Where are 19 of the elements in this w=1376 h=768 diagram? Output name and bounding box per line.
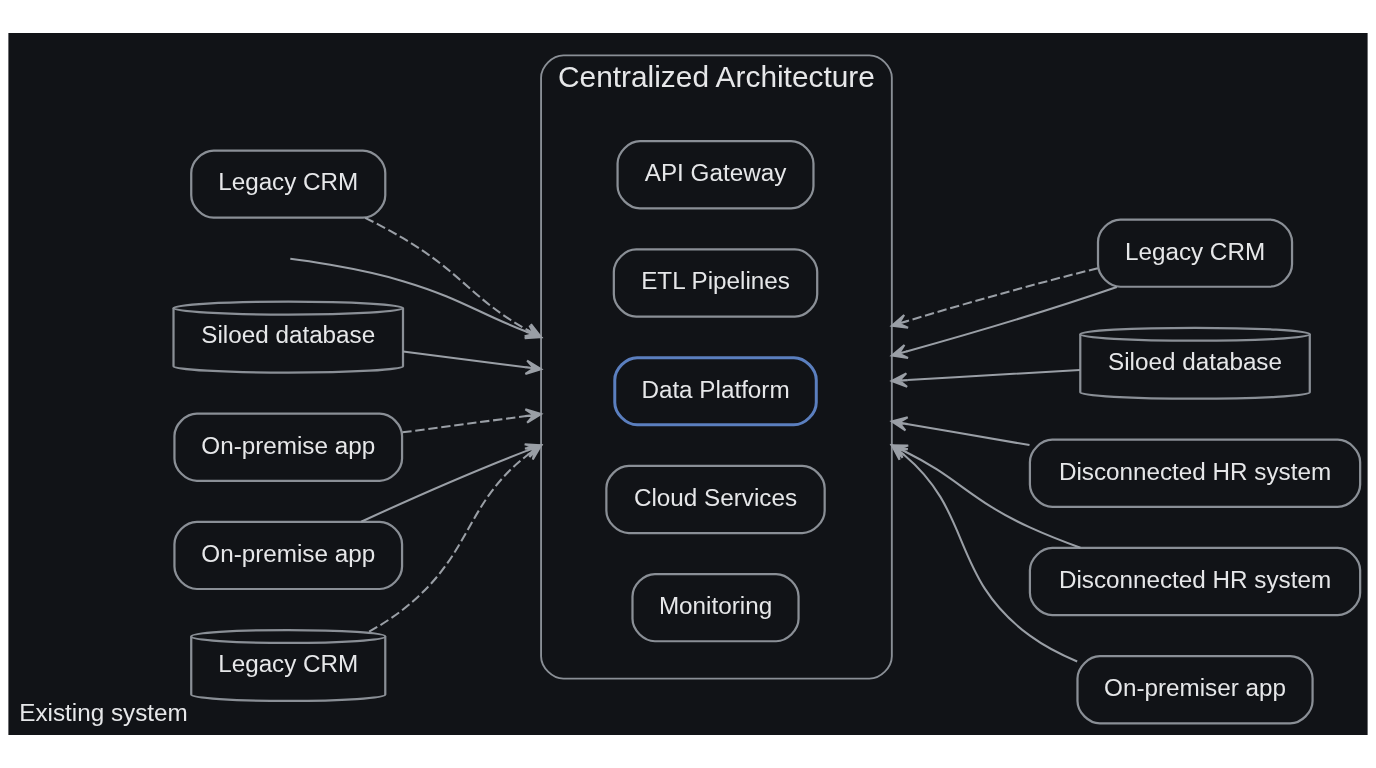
- node-box: ETL Pipelines: [612, 248, 819, 318]
- arrow: [402, 350, 543, 375]
- node-box: On-premiser app: [1076, 655, 1314, 725]
- node-box: Legacy CRM: [1096, 218, 1294, 288]
- node-label: Existing system: [19, 698, 188, 726]
- arrow: [890, 267, 1099, 329]
- arrow: [890, 416, 1030, 447]
- node-box: On-premise app: [173, 520, 404, 591]
- node-box: Disconnected HR system: [1028, 546, 1362, 617]
- arrow: [402, 408, 543, 434]
- node-box: Disconnected HR system: [1028, 438, 1362, 509]
- node-box: API Gateway: [616, 140, 815, 210]
- node-box: Legacy CRM: [190, 149, 387, 219]
- node-box: Cloud Services: [605, 464, 826, 535]
- arrow: [890, 368, 1080, 388]
- node-box: On-premise app: [173, 412, 404, 482]
- node-box: Data Platform: [613, 356, 818, 427]
- node-box: Monitoring: [631, 572, 800, 643]
- arrow: [890, 286, 1118, 360]
